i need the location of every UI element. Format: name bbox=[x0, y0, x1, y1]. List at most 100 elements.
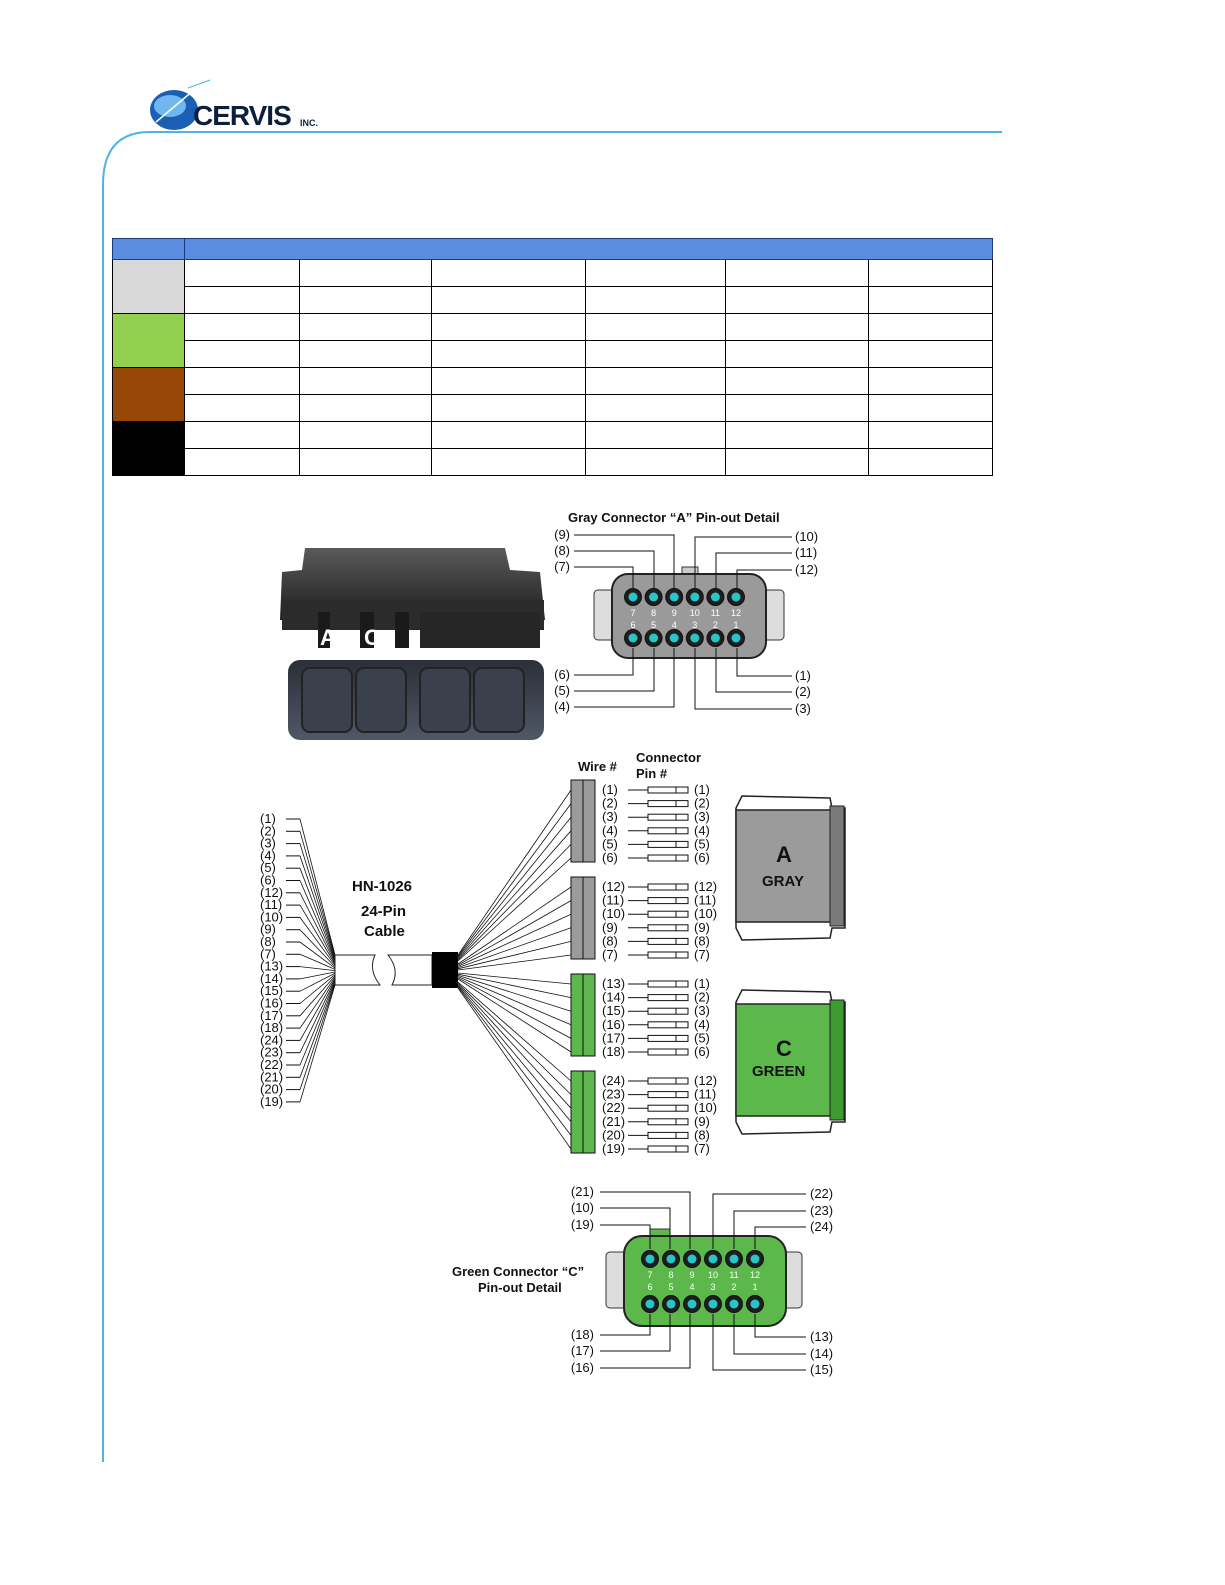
fan-wire bbox=[457, 954, 572, 971]
callout-label: (11) bbox=[795, 545, 817, 560]
connector-pin-number: (8) bbox=[694, 1127, 710, 1142]
wire-number: (23) bbox=[602, 1087, 625, 1102]
connector-pin-number: (2) bbox=[694, 796, 710, 811]
callout-label: (10) bbox=[795, 529, 818, 544]
pin-contact bbox=[750, 1254, 760, 1264]
cable-word: Cable bbox=[364, 923, 405, 940]
callout-leader bbox=[574, 648, 655, 692]
fan-wire bbox=[457, 941, 572, 970]
connector-pin-number: (12) bbox=[694, 879, 717, 894]
fan-wire bbox=[457, 857, 572, 962]
callout-leader bbox=[733, 1210, 806, 1249]
callout-leader bbox=[600, 1314, 671, 1352]
brand-suffix: INC. bbox=[300, 118, 318, 128]
pin-number-bottom: 3 bbox=[692, 620, 697, 630]
connector-pin-header-2: Pin # bbox=[636, 766, 668, 781]
photo-label-a: A bbox=[320, 625, 336, 650]
wire-number: (8) bbox=[602, 933, 618, 948]
pin-contact bbox=[729, 1254, 739, 1264]
left-wire-label: (9) bbox=[260, 922, 276, 937]
connector-pin-number: (9) bbox=[694, 920, 710, 935]
wire-number: (11) bbox=[602, 893, 624, 908]
pin-number-top: 8 bbox=[651, 608, 656, 618]
pin-terminal bbox=[647, 1118, 689, 1126]
fan-wire bbox=[457, 886, 572, 965]
pin-terminal bbox=[647, 937, 689, 945]
wire-line bbox=[299, 917, 336, 966]
callout-leader bbox=[574, 648, 634, 676]
green-detail-title-1: Green Connector “C” bbox=[452, 1264, 584, 1279]
wire-number: (2) bbox=[602, 796, 618, 811]
pin-terminal bbox=[647, 827, 689, 835]
connector-pin-number: (3) bbox=[694, 1003, 710, 1018]
fan-wire bbox=[457, 982, 572, 1095]
fan-wire bbox=[457, 816, 572, 958]
callout-label: (2) bbox=[795, 684, 811, 699]
color-swatch-gray bbox=[112, 259, 185, 314]
connector-pin-number: (11) bbox=[694, 893, 716, 908]
left-wire-label: (21) bbox=[260, 1069, 283, 1084]
photo-label-c: C bbox=[364, 625, 380, 650]
callout-label: (8) bbox=[554, 543, 570, 558]
wire-line bbox=[299, 818, 336, 956]
pin-terminal bbox=[647, 786, 689, 794]
callout-leader bbox=[600, 1207, 671, 1249]
wire-line bbox=[299, 904, 336, 965]
callout-leader bbox=[754, 1314, 806, 1338]
connector-pin-number: (10) bbox=[694, 906, 717, 921]
wire-number: (13) bbox=[602, 976, 625, 991]
callout-label: (9) bbox=[554, 527, 570, 542]
wire-line bbox=[299, 880, 336, 962]
table-row bbox=[113, 286, 994, 314]
fan-wire bbox=[457, 973, 572, 998]
callout-leader bbox=[733, 1314, 806, 1355]
pin-terminal bbox=[647, 994, 689, 1002]
left-wire-label: (2) bbox=[260, 823, 276, 838]
wire-line bbox=[299, 929, 336, 968]
callout-label: (18) bbox=[571, 1327, 594, 1342]
pin-contact bbox=[710, 592, 720, 602]
fan-wire bbox=[457, 977, 572, 1039]
wire-number-header: Wire # bbox=[578, 759, 618, 774]
pin-number-top: 9 bbox=[689, 1270, 694, 1280]
callout-leader bbox=[574, 648, 675, 708]
callout-label: (14) bbox=[810, 1346, 833, 1361]
wire-line bbox=[299, 892, 336, 964]
gray-detail-title: Gray Connector “A” Pin-out Detail bbox=[568, 510, 780, 525]
wire-number: (5) bbox=[602, 836, 618, 851]
wire-line bbox=[299, 971, 336, 980]
pin-number-top: 7 bbox=[647, 1270, 652, 1280]
pin-contact bbox=[669, 633, 679, 643]
pin-number-bottom: 5 bbox=[651, 620, 656, 630]
connector-a-letter: A bbox=[776, 842, 792, 867]
callout-label: (19) bbox=[571, 1217, 594, 1232]
fan-wire bbox=[457, 972, 572, 985]
fan-wire bbox=[457, 844, 572, 961]
connector-pin-number: (2) bbox=[694, 990, 710, 1005]
connector-pin-number: (4) bbox=[694, 1017, 710, 1032]
connector-pin-number: (5) bbox=[694, 1030, 710, 1045]
connector-pin-number: (6) bbox=[694, 1044, 710, 1059]
pin-contact bbox=[690, 592, 700, 602]
fan-wire bbox=[457, 987, 572, 1150]
fan-wire bbox=[457, 984, 572, 1109]
pin-number-top: 7 bbox=[630, 608, 635, 618]
pin-number-top: 12 bbox=[731, 608, 741, 618]
callout-label: (3) bbox=[795, 701, 811, 716]
connector-pin-number: (7) bbox=[694, 947, 710, 962]
wire-line bbox=[299, 831, 336, 957]
wire-line bbox=[299, 843, 336, 958]
left-wire-label: (16) bbox=[260, 996, 283, 1011]
left-wire-label: (17) bbox=[260, 1008, 283, 1023]
callout-label: (7) bbox=[554, 559, 570, 574]
pin-contact bbox=[710, 633, 720, 643]
wire-number: (22) bbox=[602, 1100, 625, 1115]
left-wire-label: (13) bbox=[260, 959, 283, 974]
pin-contact bbox=[645, 1254, 655, 1264]
callout-leader bbox=[736, 648, 792, 677]
table-row bbox=[113, 340, 994, 368]
callout-label: (1) bbox=[795, 668, 811, 683]
pin-contact bbox=[729, 1299, 739, 1309]
cable-boot bbox=[432, 952, 458, 988]
